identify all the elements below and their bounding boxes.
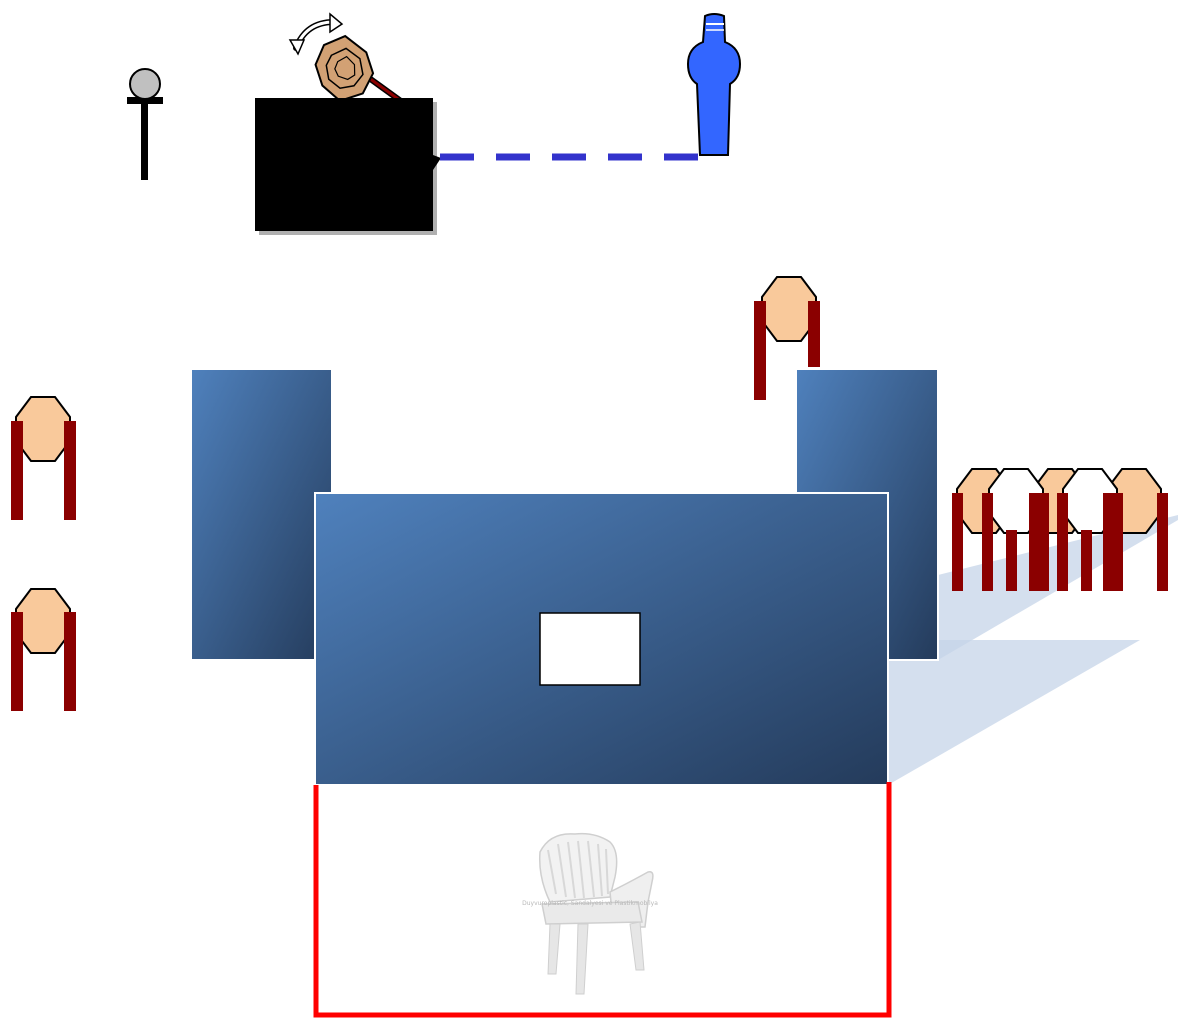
fault-line-box — [313, 782, 892, 1018]
popper-target — [127, 68, 163, 180]
activator-box — [255, 98, 433, 231]
chair-watermark: Duyvuroplastic, Sandalyesi ve Plastikmob… — [522, 900, 658, 907]
barricade-wall-left — [190, 368, 333, 661]
paper-target-left-upper — [11, 396, 76, 520]
rotate-arrow-icon — [288, 12, 344, 56]
target-array-right — [952, 468, 1168, 591]
moving-swinger-target — [314, 34, 407, 107]
start-chair: Duyvuroplastic, Sandalyesi ve Plastikmob… — [522, 832, 658, 995]
main-wall-shadow — [888, 640, 1140, 785]
paper-target-top-right — [754, 276, 820, 400]
activator-pin — [433, 155, 441, 170]
shooter-figure — [686, 13, 742, 156]
paper-target-left-lower — [11, 588, 76, 711]
window-port — [539, 612, 641, 686]
